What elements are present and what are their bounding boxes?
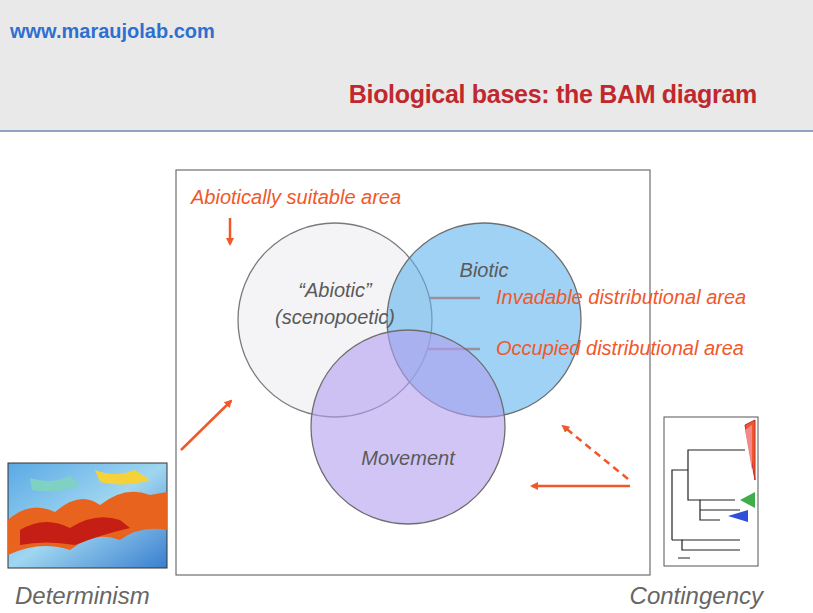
- influence-arrow: [181, 401, 231, 450]
- circle-label: Movement: [338, 445, 478, 472]
- header-rule: [0, 130, 813, 132]
- axis-label: Determinism: [15, 582, 150, 610]
- axis-label: Contingency: [630, 582, 763, 610]
- venn-circle: Movement: [310, 329, 506, 525]
- circle-outline: [310, 329, 508, 527]
- circle-label: Biotic: [424, 257, 544, 284]
- callout-label: Invadable distributional area: [496, 286, 746, 309]
- site-url: www.maraujolab.com: [10, 20, 215, 43]
- frame: [176, 170, 650, 575]
- influence-arrow: [532, 485, 630, 488]
- slide-title: Biological bases: the BAM diagram: [349, 80, 757, 109]
- phylogeny-thumbnail: [664, 417, 758, 566]
- influence-arrow: [563, 426, 628, 479]
- leader-arrow: [229, 218, 232, 244]
- circle-label: “Abiotic” (scenopoetic): [260, 277, 410, 331]
- callout-label: Abiotically suitable area: [191, 186, 401, 209]
- map-thumbnail: [8, 463, 167, 568]
- header-band: [0, 0, 813, 130]
- callout-label: Occupied distributional area: [496, 337, 744, 360]
